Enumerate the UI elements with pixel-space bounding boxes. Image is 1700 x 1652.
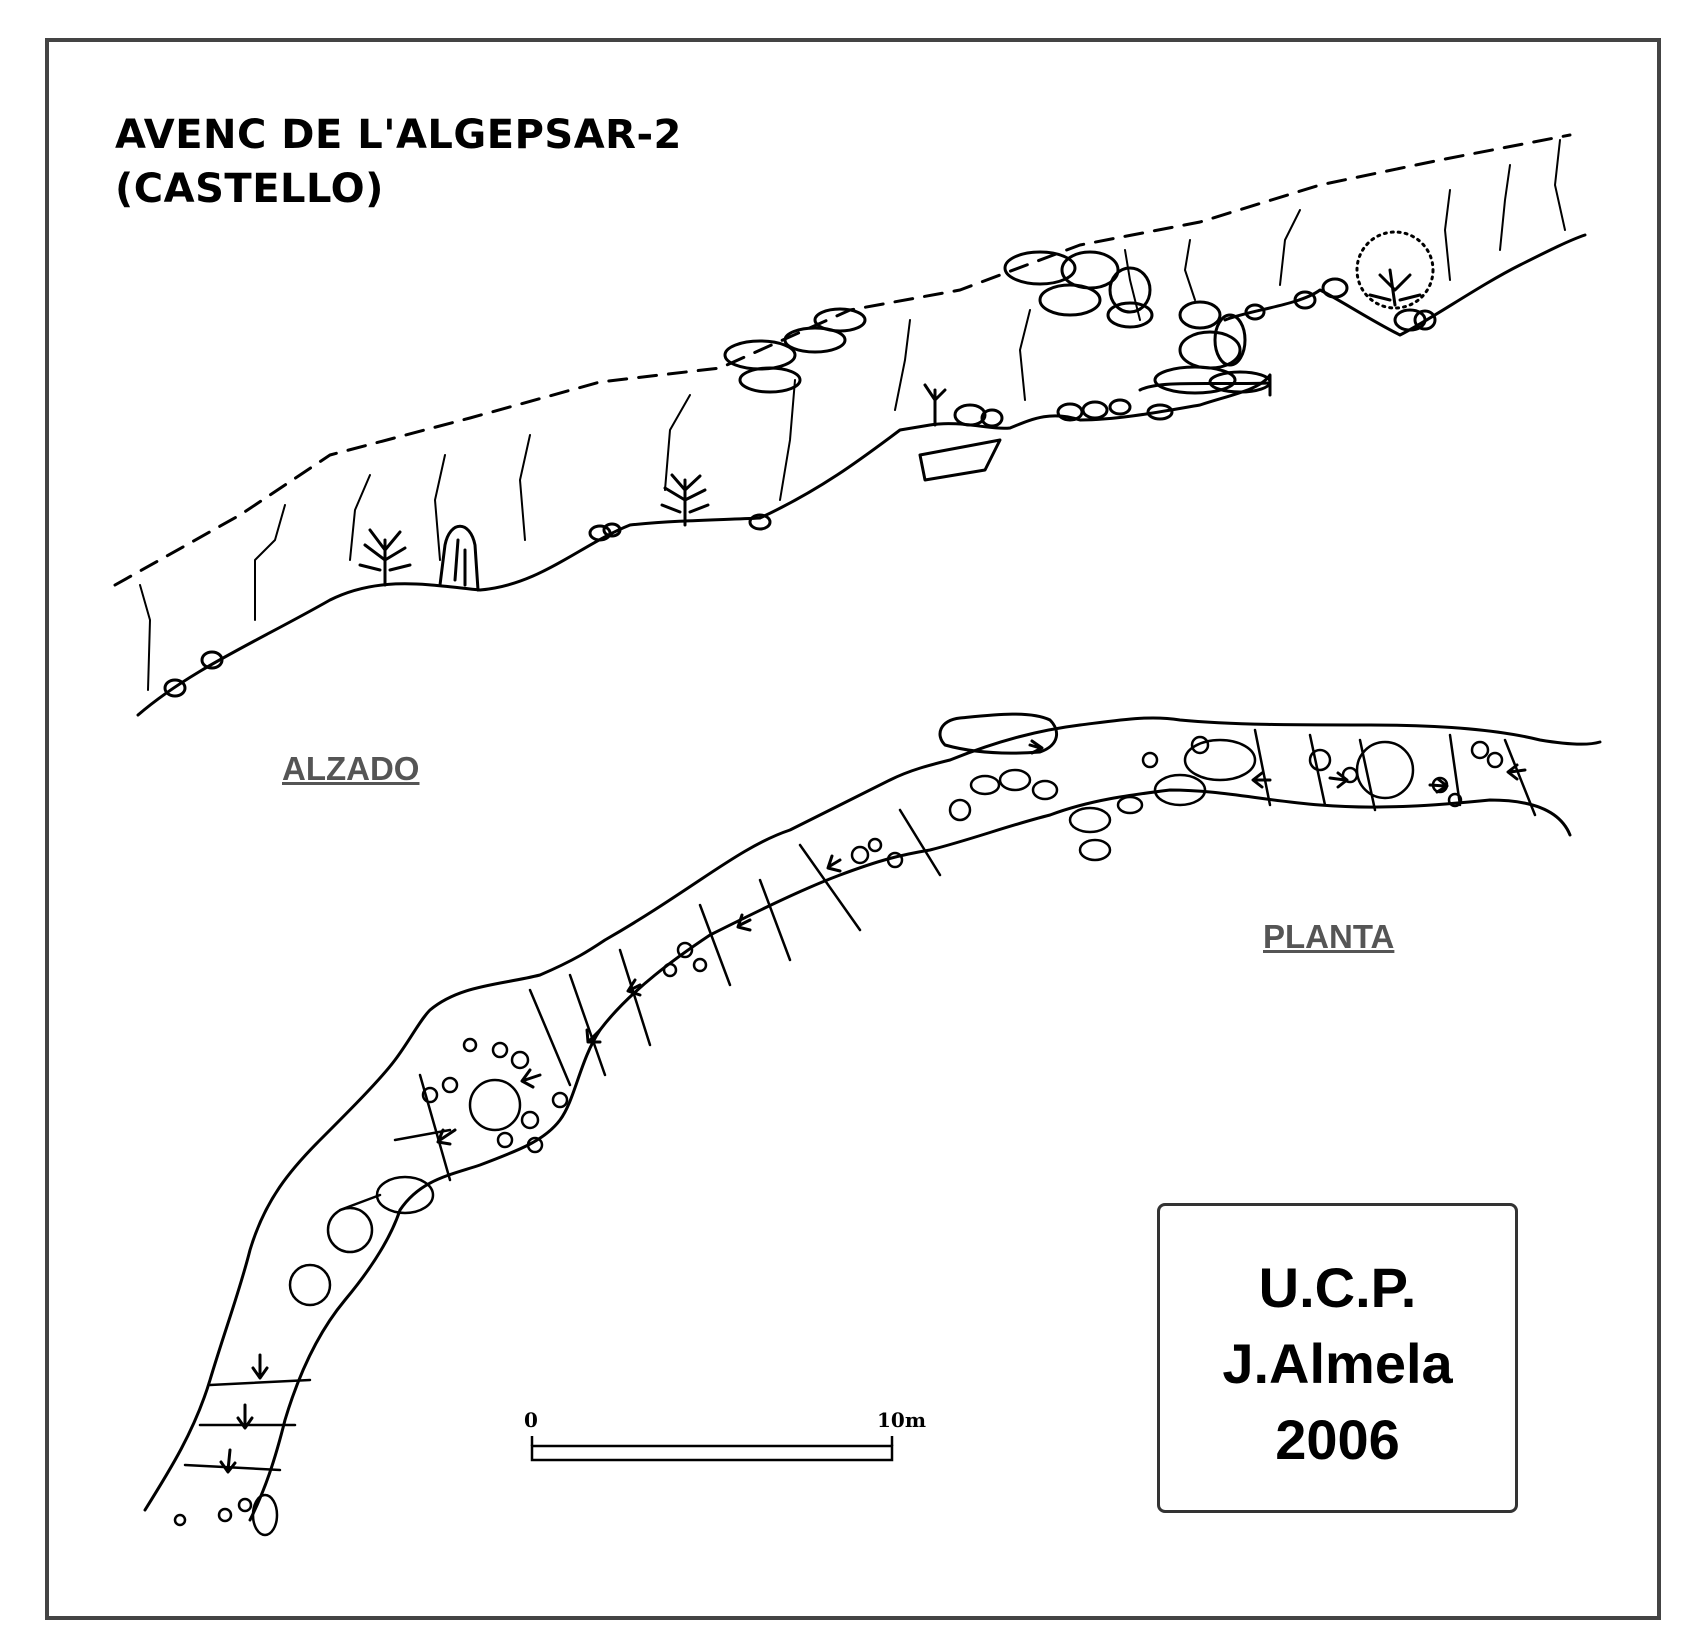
map-title: AVENC DE L'ALGEPSAR-2 (CASTELLO) [115, 108, 682, 216]
scale-bar-rect [530, 1444, 894, 1462]
scale-end-label: 10m [877, 1408, 926, 1432]
plan-inner-wall [248, 788, 1572, 1522]
plan-outer-wall [143, 716, 1602, 1512]
credit-group: U.C.P. [1258, 1256, 1417, 1319]
credit-box: U.C.P. J.Almela 2006 [1157, 1203, 1518, 1513]
elevation-label: ALZADO [282, 750, 420, 787]
cave-floor-upper [1138, 233, 1587, 392]
plan-boulders [173, 735, 1504, 1537]
plan-section [143, 712, 1602, 1537]
title-line-2: (CASTELLO) [115, 166, 384, 212]
scale-start-label: 0 [524, 1408, 538, 1432]
wall-cracks [139, 139, 1566, 691]
plan-label: PLANTA [1263, 918, 1395, 955]
title-line-1: AVENC DE L'ALGEPSAR-2 [115, 112, 682, 158]
dotted-growth [1355, 230, 1435, 310]
stalagmite [438, 524, 480, 592]
surface-dashed-line [113, 133, 1572, 587]
elevation-section [113, 133, 1587, 717]
map-frame [45, 38, 1661, 1620]
credit-author: J.Almela [1222, 1332, 1453, 1395]
elevation-boulders [163, 250, 1437, 698]
elevation-plants [358, 268, 1422, 587]
credit-year: 2006 [1275, 1408, 1400, 1471]
scale-bar [530, 1436, 894, 1462]
cave-floor-line [136, 373, 1272, 717]
slope-arrows [219, 739, 1527, 1474]
plan-side-branch [938, 712, 1059, 755]
